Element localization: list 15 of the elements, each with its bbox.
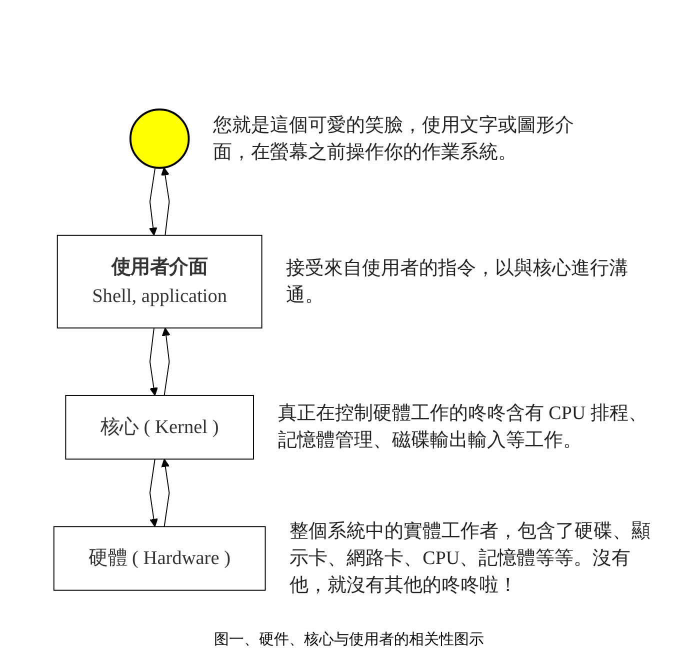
arrow (150, 458, 158, 528)
arrow (162, 328, 171, 396)
node-box: 核心 ( Kernel ) (66, 394, 254, 460)
description-text: 真正在控制硬體工作的咚咚含有 CPU 排程、記憶體管理、磁碟輸出輸入等工作。 (278, 402, 648, 454)
description-text: 整個系統中的實體工作者，包含了硬碟、顯示卡、網路卡、CPU、記憶體等等。沒有他，就沒有其他的咚咚啦！ (290, 520, 652, 598)
node-circle (130, 108, 190, 169)
node-box: 硬體 ( Hardware ) (54, 526, 266, 591)
arrow (149, 167, 158, 236)
arrow (162, 458, 170, 528)
arrow (150, 327, 158, 396)
description-text: 接受來自使用者的指令，以與核心進行溝通。 (286, 256, 630, 308)
description-text: 您就是這個可愛的笑臉，使用文字或圖形介面，在螢幕之前操作你的作業系統。 (213, 114, 576, 165)
caption: 图一、硬件、核心与使用者的相关性图示 (213, 630, 485, 649)
node-box: 使用者介面 Shell, application (57, 234, 263, 328)
arrow (161, 167, 170, 236)
